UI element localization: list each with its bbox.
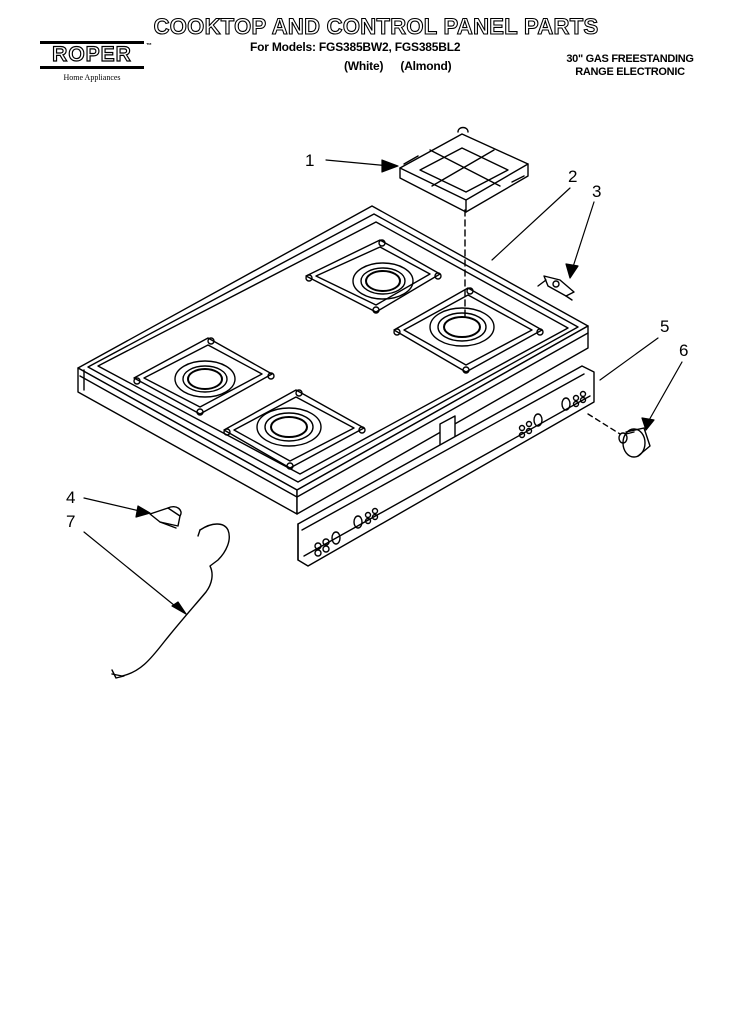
color-almond: (Almond)	[400, 59, 452, 73]
arrowhead-7	[171, 601, 187, 615]
product-line-2: RANGE ELECTRONIC	[575, 66, 685, 78]
arrowhead-4	[135, 505, 151, 518]
callout-4: 4	[66, 488, 76, 507]
leader-6	[647, 361, 683, 423]
callout-2: 2	[568, 167, 578, 186]
color-white: (White)	[344, 59, 384, 73]
burner-pan-right-front	[393, 287, 544, 374]
page-title: COOKTOP AND CONTROL PANEL PARTS	[153, 13, 599, 39]
logo-trademark: ™	[146, 43, 152, 49]
knob-alignment-line	[587, 413, 621, 435]
logo-tagline: Home Appliances	[63, 73, 121, 82]
bracket-part-3	[537, 275, 575, 301]
callout-3: 3	[592, 182, 602, 201]
cooktop-panel	[77, 205, 589, 515]
burner-grate	[399, 126, 529, 213]
models-line: For Models: FGS385BW2, FGS385BL2	[250, 40, 461, 54]
igniter-part-4	[149, 506, 182, 529]
callout-6: 6	[679, 341, 689, 360]
callout-1: 1	[305, 151, 315, 170]
product-line-1: 30" GAS FREESTANDING	[566, 53, 694, 65]
callout-5: 5	[660, 317, 670, 336]
control-panel	[297, 365, 595, 567]
leader-4	[83, 497, 145, 513]
leader-2	[491, 187, 571, 261]
burner-pan-left-front	[223, 389, 366, 470]
arrowhead-1	[381, 159, 399, 173]
leader-lines	[83, 159, 683, 615]
product-description: 30" GAS FREESTANDING RANGE ELECTRONIC	[540, 53, 720, 79]
leader-3	[571, 201, 595, 271]
burner-pan-left-rear	[133, 337, 275, 416]
leader-5	[599, 337, 659, 381]
control-knob	[618, 427, 651, 458]
leader-7	[83, 531, 181, 611]
arrowhead-6	[641, 417, 655, 431]
callout-7: 7	[66, 512, 76, 531]
roper-logo: ROPER ™ Home Appliances	[40, 41, 152, 82]
logo-wordmark: ROPER	[40, 41, 144, 69]
leader-1	[325, 159, 391, 167]
burner-pan-right-rear	[305, 239, 442, 314]
arrowhead-3	[565, 263, 579, 279]
wire-harness-7	[111, 523, 230, 679]
color-variants: (White) (Almond)	[344, 59, 465, 73]
